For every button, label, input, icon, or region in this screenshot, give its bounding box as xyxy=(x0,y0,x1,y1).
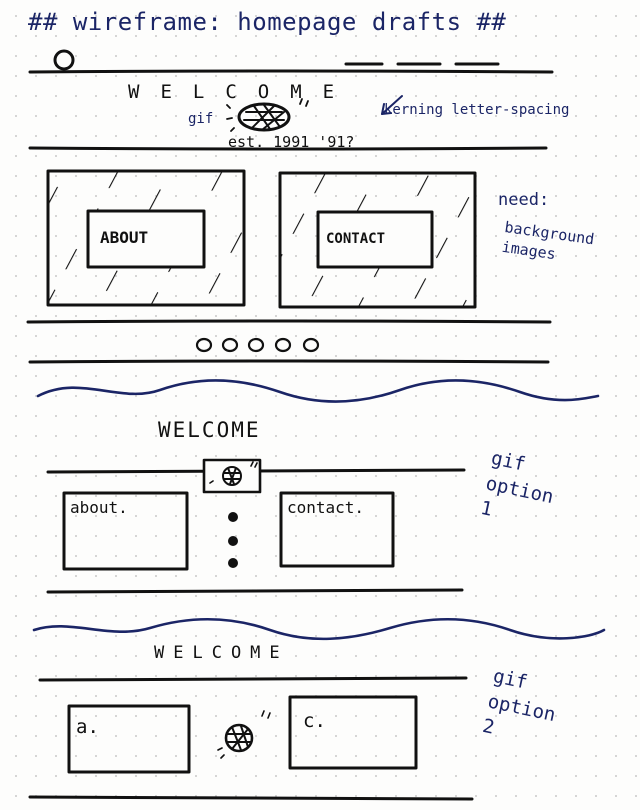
draft-3-contact-card xyxy=(288,695,418,770)
draft-1-header xyxy=(28,49,554,74)
about-button-box xyxy=(86,209,206,269)
draft-2-contact-label: contact. xyxy=(287,498,365,517)
draft-3-header-line xyxy=(38,676,468,682)
draft-1-about-card xyxy=(46,169,246,307)
draft-1-welcome-heading: WELCOME xyxy=(128,81,356,103)
draft-2-about-card xyxy=(62,491,189,571)
section-separator-wave-2 xyxy=(32,617,606,641)
draft-3-footer-line xyxy=(28,795,474,801)
header-divider xyxy=(28,69,554,74)
draft-3-about-card xyxy=(67,704,191,774)
draft-2-gif-box xyxy=(202,458,262,494)
page-title: ## wireframe: homepage drafts ## xyxy=(28,8,507,36)
cards-divider xyxy=(26,319,552,324)
contact-button-box xyxy=(316,210,434,269)
kerning-note: kerning letter-spacing xyxy=(384,102,570,118)
draft-2-footer-line xyxy=(46,588,464,594)
draft-2-welcome-heading: WELCOME xyxy=(158,418,261,442)
draft-3-contact-label: c. xyxy=(303,710,326,732)
need-note-title: need: xyxy=(498,190,550,210)
pagination-dots xyxy=(195,337,320,353)
draft-3-about-label: a. xyxy=(76,716,99,738)
draft-3-welcome-heading: WELCOME xyxy=(154,643,289,663)
hero-divider xyxy=(28,146,548,151)
vertical-dots xyxy=(228,512,238,568)
about-label: ABOUT xyxy=(100,228,149,247)
established-label: est. 1991 '91? xyxy=(228,133,355,151)
gif-placeholder-globe xyxy=(226,98,309,132)
draft-2-about-label: about. xyxy=(70,498,128,517)
draft-2-contact-card xyxy=(279,491,395,568)
footer-divider xyxy=(28,359,550,364)
logo-placeholder-circle xyxy=(53,49,75,71)
draft-3-gif-globe xyxy=(217,710,271,759)
draft-1-contact-card xyxy=(278,171,477,309)
contact-label: CONTACT xyxy=(326,231,386,247)
section-separator-wave xyxy=(36,379,600,403)
kerning-arrow xyxy=(381,95,403,115)
gif-label: gif xyxy=(188,111,214,127)
